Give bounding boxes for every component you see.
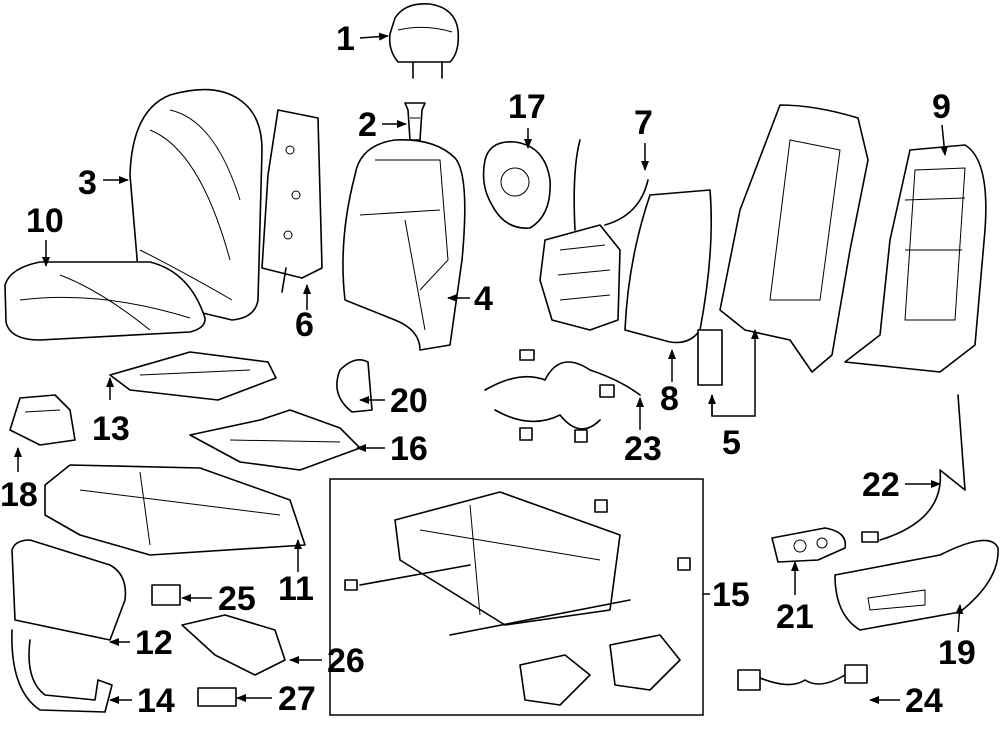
callout-5: 5 <box>722 424 741 462</box>
part-seat-back-pad[interactable] <box>342 139 466 351</box>
part-cushion-pad[interactable] <box>44 464 306 556</box>
callout-27: 27 <box>278 680 316 718</box>
part-cushion-frame[interactable] <box>189 409 361 471</box>
callout-7: 7 <box>634 104 653 142</box>
part-power-seat-switch[interactable] <box>771 527 847 563</box>
callout-2: 2 <box>358 106 377 144</box>
callout-6: 6 <box>295 306 314 344</box>
part-lumbar-support[interactable] <box>539 139 649 331</box>
part-recliner-cover[interactable] <box>336 359 373 413</box>
leader-lines <box>14 32 964 704</box>
callout-21: 21 <box>776 598 814 636</box>
part-knob[interactable] <box>151 584 181 606</box>
callout-19: 19 <box>938 634 976 672</box>
callout-11: 11 <box>278 570 314 608</box>
callout-17: 17 <box>508 88 546 126</box>
part-seat-adjuster-group[interactable] <box>329 478 704 716</box>
part-seat-cable[interactable] <box>861 394 966 543</box>
callout-8: 8 <box>660 380 679 418</box>
callout-16: 16 <box>390 430 428 468</box>
part-cushion-cover[interactable] <box>4 261 206 341</box>
callout-20: 20 <box>390 382 428 420</box>
part-heater-mat[interactable] <box>109 351 277 401</box>
callout-22: 22 <box>862 466 900 504</box>
part-bracket[interactable] <box>9 394 76 446</box>
part-lower-bracket[interactable] <box>181 614 286 676</box>
part-back-panel[interactable] <box>261 109 323 293</box>
callout-15: 15 <box>712 576 750 614</box>
callout-14: 14 <box>137 682 175 720</box>
part-headrest-guide[interactable] <box>404 102 426 141</box>
part-back-board[interactable] <box>844 144 987 373</box>
callout-26: 26 <box>327 642 365 680</box>
part-switch[interactable] <box>197 687 237 707</box>
callout-24: 24 <box>905 682 943 720</box>
part-wire-harness[interactable] <box>484 349 641 443</box>
callout-12: 12 <box>135 624 173 662</box>
callout-23: 23 <box>624 430 662 468</box>
callout-1: 1 <box>336 20 355 58</box>
callout-4: 4 <box>474 280 493 318</box>
part-side-cover[interactable] <box>834 539 999 631</box>
part-seat-back-frame[interactable] <box>697 104 869 386</box>
callout-13: 13 <box>92 410 130 448</box>
callout-25: 25 <box>218 580 256 618</box>
callout-18: 18 <box>0 476 38 514</box>
part-side-shield[interactable] <box>11 539 127 641</box>
callout-10: 10 <box>26 202 64 240</box>
part-headrest[interactable] <box>388 2 460 79</box>
callout-9: 9 <box>932 88 951 126</box>
part-side-airbag[interactable] <box>482 141 551 229</box>
part-back-pad[interactable] <box>624 189 713 344</box>
part-shield-bracket[interactable] <box>11 629 113 713</box>
callout-labels: 1 2 3 4 5 6 7 8 9 10 11 12 13 14 15 16 1… <box>0 20 976 720</box>
callout-3: 3 <box>78 164 97 202</box>
part-sub-harness[interactable] <box>737 664 868 691</box>
